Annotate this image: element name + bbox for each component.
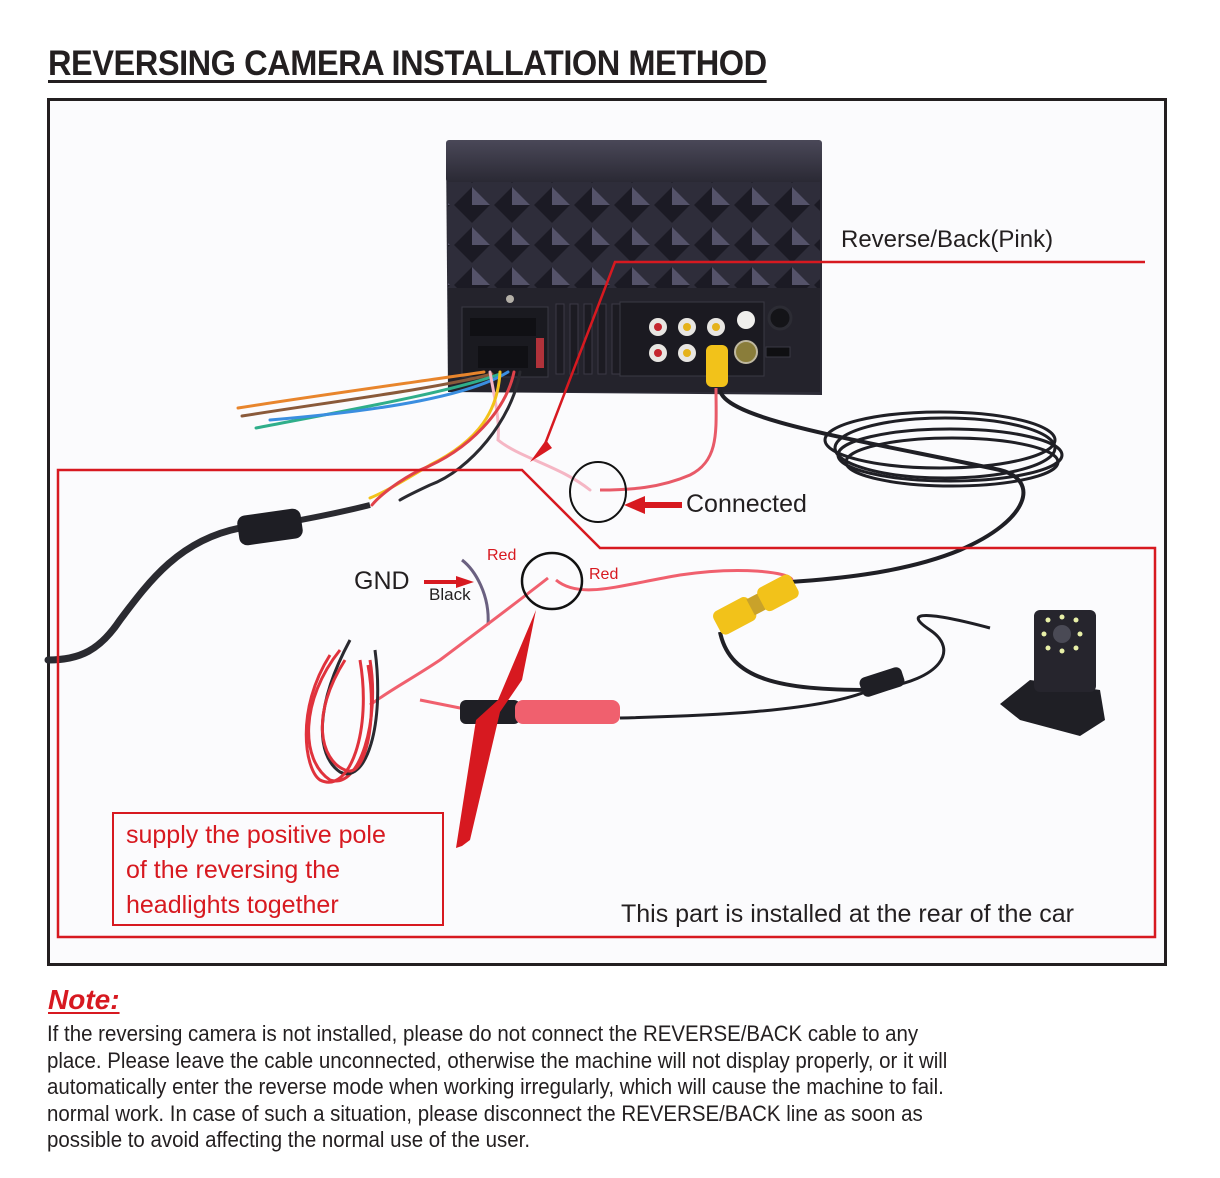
supply-note-line: headlights together [126,891,339,919]
car-stereo-head-unit [446,140,822,395]
gnd-arrow [424,576,474,588]
page-title: REVERSING CAMERA INSTALLATION METHOD [48,44,767,83]
ferrite-core [237,508,303,546]
reversing-camera [859,610,1105,736]
red-black-coil [304,639,380,784]
positive-pole-arrow [456,610,536,848]
connected-label: Connected [686,490,807,518]
red-wire-label-right: Red [589,566,619,583]
reverse-back-arrowhead [530,440,552,462]
camera-wires [369,558,991,720]
supply-positive-pole-note: supply the positive pole of the reversin… [112,812,444,926]
rear-part-label: This part is installed at the rear of th… [621,900,1074,928]
connected-joint-circle [569,461,627,523]
power-cable [44,502,371,664]
camera-leds [1041,614,1083,654]
note-line: automatically enter the reverse mode whe… [47,1074,944,1099]
black-wire-label: Black [429,585,471,604]
connected-arrow [624,496,682,514]
note-line: If the reversing camera is not installed… [47,1021,919,1046]
harness-wires [236,370,592,507]
rca-jacks [649,305,793,364]
head-unit-top-panel [446,140,822,182]
rear-of-car-outline [56,468,1157,939]
red-joint-circle [520,551,584,611]
supply-note-line: of the reversing the [126,856,341,884]
red-wire-label-left: Red [487,547,517,564]
rca-video-cable [599,345,1064,584]
fuse [536,338,544,368]
heat-sink-pattern [448,182,820,288]
camera-bracket [1000,680,1105,736]
note-title: Note: [48,984,120,1015]
note-line: place. Please leave the cable unconnecte… [47,1047,948,1073]
note-line: normal work. In case of such a situation… [47,1100,923,1126]
reverse-back-label: Reverse/Back(Pink) [841,226,1054,253]
rca-yellow-plug-head-unit [706,345,728,387]
rca-yellow-connector [713,574,799,635]
note-line: possible to avoid affecting the normal u… [47,1127,531,1152]
gnd-label: GND [354,567,410,595]
screw-icon [506,295,514,303]
note-body: If the reversing camera is not installed… [47,1021,1187,1154]
reverse-back-leader-line [540,260,1145,453]
supply-note-line: supply the positive pole [126,821,386,849]
